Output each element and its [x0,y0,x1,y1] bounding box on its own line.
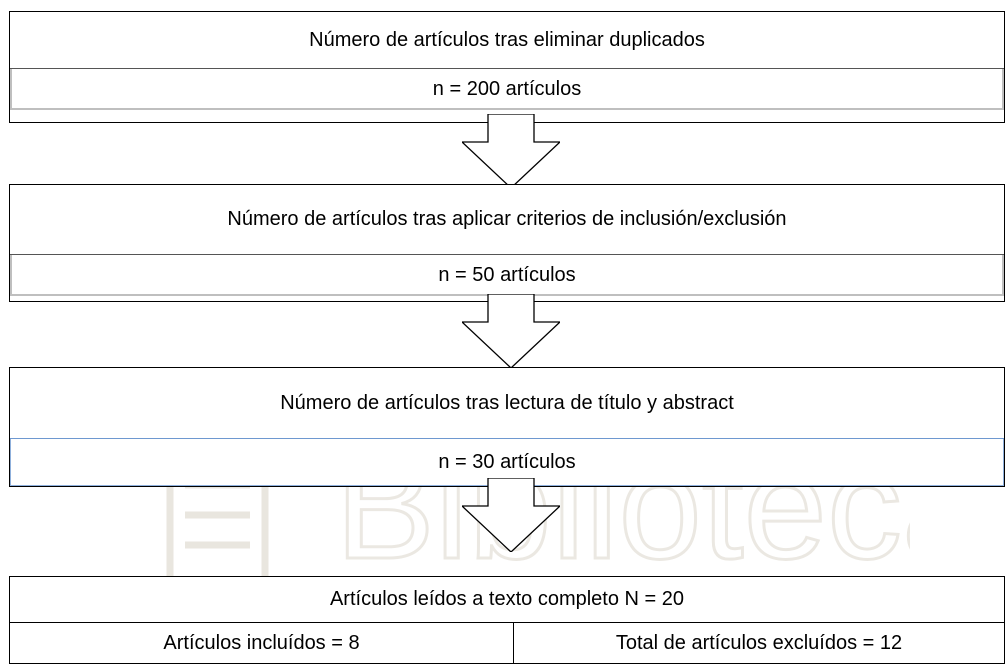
excluded-count: Total de artículos excluídos = 12 [615,631,903,654]
stage-1-title: Número de artículos tras eliminar duplic… [10,12,1004,69]
down-arrow-icon [462,294,560,368]
stage-1-count: n = 200 artículos [10,69,1004,110]
stage-3-title: Número de artículos tras lectura de títu… [10,368,1004,439]
stage-box-1: Número de artículos tras eliminar duplic… [9,11,1005,123]
result-split: Artículos incluídos = 8 Total de artícul… [10,623,1004,663]
stage-2-title: Número de artículos tras aplicar criteri… [10,185,1004,255]
down-arrow-icon [462,478,560,552]
final-result-box: Artículos leídos a texto completo N = 20… [9,576,1005,664]
stage-2-count: n = 50 artículos [10,255,1004,296]
full-text-read: Artículos leídos a texto completo N = 20 [10,577,1004,623]
stage-box-2: Número de artículos tras aplicar criteri… [9,184,1005,302]
down-arrow-icon [462,114,560,188]
included-count: Artículos incluídos = 8 [10,623,514,663]
stage-box-3: Número de artículos tras lectura de títu… [9,367,1005,487]
